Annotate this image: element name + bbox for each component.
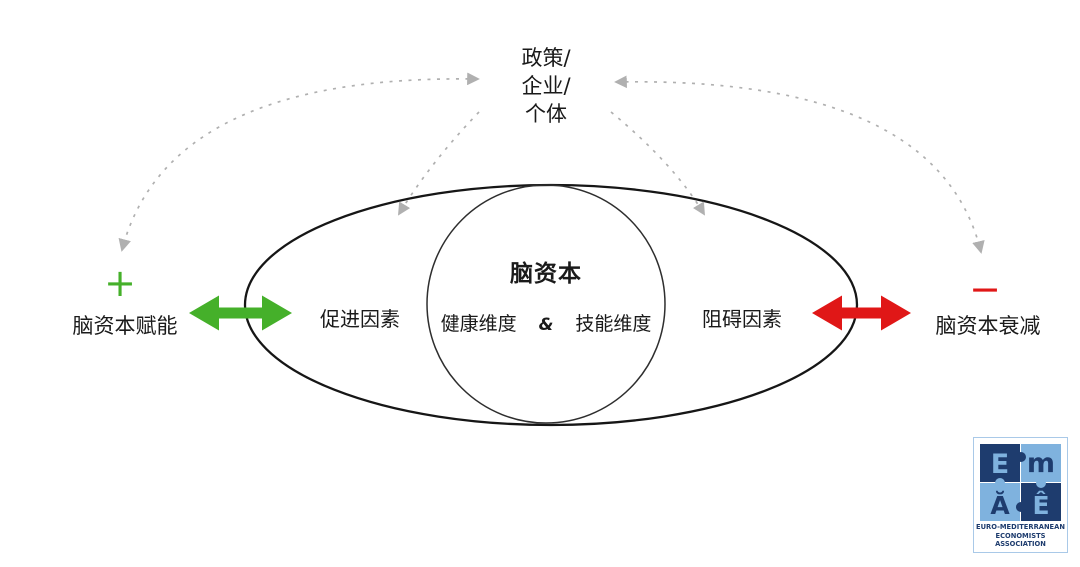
puzzle-tile-a <box>980 483 1020 521</box>
logo-letter-m: m <box>1027 448 1055 479</box>
dashed-curve-right-outer <box>614 75 985 254</box>
emae-puzzle-icon: E m Ă Ê <box>980 444 1061 521</box>
promoting-factors-label: 促进因素 <box>320 307 400 331</box>
plus-icon: + <box>104 261 136 305</box>
puzzle-tab-bottom <box>1016 502 1026 512</box>
top-node-line-policy: 政策/ <box>521 46 571 70</box>
skill-dimension-label: 技能维度 <box>575 313 652 335</box>
dashed-curve-right-inner <box>610 111 705 216</box>
puzzle-tile-e2 <box>1021 483 1061 521</box>
inner-circle <box>426 184 666 424</box>
brain-capital-title: 脑资本 <box>510 261 582 287</box>
puzzle-tab-top <box>1016 452 1026 462</box>
brain-capital-empowerment-label: 脑资本赋能 <box>72 314 178 338</box>
dimensions-line: 健康维度 & 技能维度 <box>371 309 721 336</box>
logo-text-line1: EURO-MEDITERRANEAN <box>976 523 1065 531</box>
top-node-line-enterprise: 企业/ <box>521 74 571 98</box>
logo-letter-e1: E <box>991 449 1009 480</box>
puzzle-tab-right <box>1036 478 1046 488</box>
puzzle-tile-m <box>1021 444 1061 482</box>
hindering-factors-label: 阻碍因素 <box>702 307 782 331</box>
brain-capital-decay-label: 脑资本衰减 <box>935 314 1041 338</box>
dashed-curve-left-outer <box>118 72 480 252</box>
health-dimension-label: 健康维度 <box>440 313 517 335</box>
puzzle-tile-e1 <box>980 444 1020 482</box>
minus-icon: − <box>969 267 1001 311</box>
top-node-label: 政策/ 企业/ 个体 <box>446 44 646 128</box>
red-double-arrow-icon <box>812 295 911 331</box>
dashed-curve-left-inner <box>398 111 480 216</box>
ampersand: & <box>538 315 554 335</box>
top-node-line-individual: 个体 <box>525 102 567 126</box>
logo-letter-a: Ă <box>990 490 1010 520</box>
green-double-arrow-icon <box>189 295 292 331</box>
emae-logo: E m Ă Ê EURO-MEDITERRANEAN ECONOMISTS AS… <box>973 437 1068 553</box>
logo-text-line2: ECONOMISTS ASSOCIATION <box>995 531 1046 549</box>
puzzle-tab-left <box>995 478 1005 488</box>
logo-letter-e2: Ê <box>1032 491 1049 520</box>
